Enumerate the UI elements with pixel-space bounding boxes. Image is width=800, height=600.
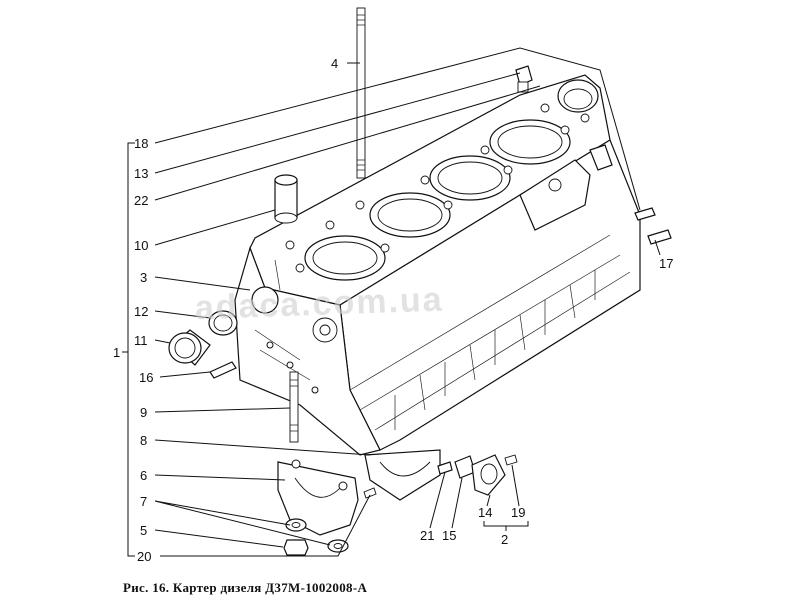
callout-12: 12 (134, 304, 148, 319)
nut-5 (283, 539, 309, 556)
dowel-16 (209, 361, 237, 379)
screw-21 (437, 461, 453, 475)
callout-5: 5 (140, 523, 147, 538)
sleeve-10 (274, 174, 298, 224)
callout-2: 2 (501, 532, 508, 547)
front-face-details (251, 259, 338, 394)
valve-assembly-2 (454, 454, 518, 496)
callout-16: 16 (139, 370, 153, 385)
leader-lines (122, 47, 661, 557)
callout-22: 22 (134, 193, 148, 208)
callout-9: 9 (140, 405, 147, 420)
engine-block (234, 74, 641, 456)
callout-17: 17 (659, 256, 673, 271)
callout-15: 15 (442, 528, 456, 543)
bushing-11 (168, 329, 211, 366)
stud-4 (356, 7, 366, 179)
callout-11: 11 (134, 333, 148, 348)
pins-17 (634, 207, 672, 245)
callout-4: 4 (331, 56, 338, 71)
figure-caption: Рис. 16. Картер дизеля Д37М-1002008-А (123, 580, 367, 595)
bearing-cap-8 (364, 449, 441, 501)
pin-20 (363, 487, 377, 499)
plug-13 (515, 65, 533, 93)
bolt-9 (289, 371, 299, 443)
deck-holes (285, 103, 590, 273)
callout-14: 14 (478, 505, 492, 520)
callout-3: 3 (140, 270, 147, 285)
cylinder-bores (304, 119, 571, 281)
washers-7 (285, 518, 349, 553)
callout-7: 7 (140, 494, 147, 509)
callout-21: 21 (420, 528, 434, 543)
callout-1: 1 (113, 345, 120, 360)
callout-8: 8 (140, 433, 147, 448)
callout-18: 18 (134, 136, 148, 151)
watermark: adaca.com.ua (194, 280, 444, 327)
bushing-18 (557, 79, 599, 113)
callout-10: 10 (134, 238, 148, 253)
callout-19: 19 (511, 505, 525, 520)
callout-20: 20 (137, 549, 151, 564)
callout-13: 13 (134, 166, 148, 181)
callout-6: 6 (140, 468, 147, 483)
ring-12 (208, 310, 238, 336)
bearing-cap-6 (277, 459, 359, 536)
callout-labels: 4 18 13 22 10 3 12 11 1 16 9 8 6 7 5 20 … (113, 56, 673, 564)
